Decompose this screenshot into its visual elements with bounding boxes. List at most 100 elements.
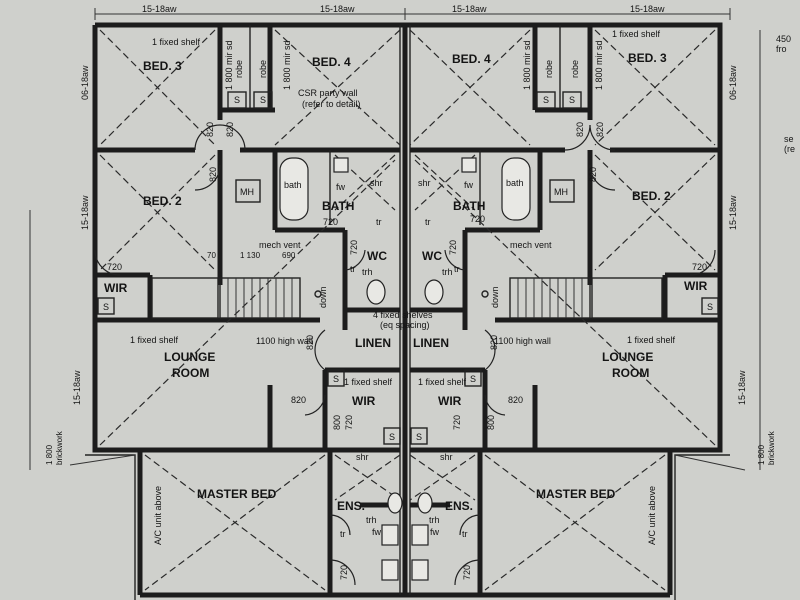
stairs-right bbox=[509, 277, 663, 319]
room-ens-left: ENS. bbox=[337, 499, 365, 513]
toilet-left bbox=[366, 279, 386, 305]
s-label-1: S bbox=[234, 95, 240, 105]
robe-1: robe bbox=[234, 60, 244, 78]
room-bed2-left: BED. 2 bbox=[143, 194, 182, 208]
aw-top-3: 15-18aw bbox=[452, 4, 487, 14]
high-wall-right: 1100 high wall bbox=[494, 336, 551, 346]
aw-top-2: 15-18aw bbox=[320, 4, 355, 14]
s-label-6: S bbox=[707, 302, 713, 312]
vanity-ens-right-1 bbox=[411, 524, 429, 546]
room-wir-right: WIR bbox=[684, 279, 708, 293]
door-720-8: 720 bbox=[462, 565, 472, 580]
door-720-9: 720 bbox=[344, 415, 354, 430]
door-720-6: 720 bbox=[448, 240, 458, 255]
bathroom-fixtures bbox=[279, 157, 531, 581]
room-master-left: MASTER BED bbox=[197, 487, 277, 501]
basin-left bbox=[333, 157, 349, 173]
aw-right-2: 15-18aw bbox=[728, 195, 738, 230]
mirsd-4: 1 800 mir sd bbox=[594, 40, 604, 90]
down-right: down bbox=[490, 286, 500, 308]
robe-4: robe bbox=[570, 60, 580, 78]
room-lounge-left-2: ROOM bbox=[172, 366, 209, 380]
trh-wc-left: trh bbox=[362, 267, 373, 277]
door-720-3: 720 bbox=[323, 217, 338, 227]
robe-3: robe bbox=[544, 60, 554, 78]
fixed-shelf-wir2-left: 1 fixed shelf bbox=[344, 377, 393, 387]
room-bath-left: BATH bbox=[322, 199, 354, 213]
s-label-5: S bbox=[103, 302, 109, 312]
interior-walls-right bbox=[410, 25, 720, 595]
room-linen-left: LINEN bbox=[355, 336, 391, 350]
s-label-7: S bbox=[333, 374, 339, 384]
shr-ens-right: shr bbox=[440, 452, 453, 462]
interior-walls-left bbox=[95, 25, 400, 595]
door-820-8: 820 bbox=[508, 395, 523, 405]
s-label-3: S bbox=[543, 95, 549, 105]
door-720-1: 720 bbox=[107, 262, 122, 272]
ac-unit-right: A/C unit above bbox=[647, 486, 657, 545]
trh-wc-right: trh bbox=[442, 267, 453, 277]
toilet-right bbox=[424, 279, 444, 305]
basin-right bbox=[461, 157, 477, 173]
vanity-ens-left-2 bbox=[381, 559, 399, 581]
stairs-left bbox=[151, 277, 301, 319]
edge-note-se: se bbox=[784, 134, 794, 144]
room-master-right: MASTER BED bbox=[536, 487, 616, 501]
robe-2: robe bbox=[258, 60, 268, 78]
aw-top-1: 15-18aw bbox=[142, 4, 177, 14]
door-720-2: 720 bbox=[692, 262, 707, 272]
dim-1130: 1 130 bbox=[240, 251, 261, 260]
tr-bath-right: tr bbox=[425, 217, 431, 227]
dim-70: 70 bbox=[207, 251, 216, 260]
fixed-shelf-top-left: 1 fixed shelf bbox=[152, 37, 201, 47]
high-wall-left: 1100 high wall bbox=[256, 336, 313, 346]
vanity-ens-right-2 bbox=[411, 559, 429, 581]
room-wir-left: WIR bbox=[104, 281, 128, 295]
door-820-2: 820 bbox=[225, 122, 235, 137]
down-left: down bbox=[318, 286, 328, 308]
door-800-2: 800 bbox=[486, 415, 496, 430]
door-size-labels: 820 820 820 820 820 820 820 820 820 820 … bbox=[107, 122, 707, 580]
door-720-10: 720 bbox=[452, 415, 462, 430]
tr-ens-right: tr bbox=[462, 529, 468, 539]
tr-wc-left: tr bbox=[350, 264, 356, 274]
bath-fixture-left: bath bbox=[284, 180, 302, 190]
s-label-4: S bbox=[569, 95, 575, 105]
shr-right: shr bbox=[418, 178, 431, 188]
aw-left-2: 15-18aw bbox=[80, 195, 90, 230]
dim-690: 690 bbox=[282, 251, 296, 260]
door-820-5: 820 bbox=[595, 122, 605, 137]
door-720-7: 720 bbox=[339, 565, 349, 580]
room-wir2-left: WIR bbox=[352, 394, 376, 408]
room-diagonals bbox=[99, 29, 716, 591]
s-label-8: S bbox=[470, 374, 476, 384]
door-swings bbox=[94, 124, 716, 586]
annotations: 1 fixed shelf 1 fixed shelf robe robe ro… bbox=[103, 29, 713, 545]
door-820-6: 820 bbox=[588, 167, 598, 182]
mech-vent-left: mech vent bbox=[259, 240, 301, 250]
room-labels: BED. 3 BED. 4 BED. 4 BED. 3 BED. 2 BED. … bbox=[104, 51, 708, 513]
party-wall-1: CSR party wall bbox=[298, 88, 358, 98]
tr-bath-left: tr bbox=[376, 217, 382, 227]
room-wir2-right: WIR bbox=[438, 394, 462, 408]
trh-ens-left: trh bbox=[366, 515, 377, 525]
trh-ens-right: trh bbox=[429, 515, 440, 525]
edge-note-450: 450 bbox=[776, 34, 791, 44]
fw-ens-left: fw bbox=[372, 527, 382, 537]
aw-left-3: 15-18aw bbox=[72, 370, 82, 405]
room-wc-right: WC bbox=[422, 249, 442, 263]
dimension-labels: 15-18aw 15-18aw 15-18aw 15-18aw 06-18aw … bbox=[45, 4, 795, 465]
s-label-9: S bbox=[389, 432, 395, 442]
vanity-ens-left-1 bbox=[381, 524, 399, 546]
door-720-4: 720 bbox=[470, 214, 485, 224]
room-bed2-right: BED. 2 bbox=[632, 189, 671, 203]
room-ens-right: ENS. bbox=[445, 499, 473, 513]
shr-left: shr bbox=[370, 178, 383, 188]
edge-note-re: (re bbox=[784, 144, 795, 154]
mirsd-1: 1 800 mir sd bbox=[224, 40, 234, 90]
room-bed4-right: BED. 4 bbox=[452, 52, 491, 66]
brickwork-num-left: 1 800 bbox=[45, 444, 54, 465]
fixed-shelf-wir-right: 1 fixed shelf bbox=[627, 335, 676, 345]
fw-left: fw bbox=[336, 182, 346, 192]
